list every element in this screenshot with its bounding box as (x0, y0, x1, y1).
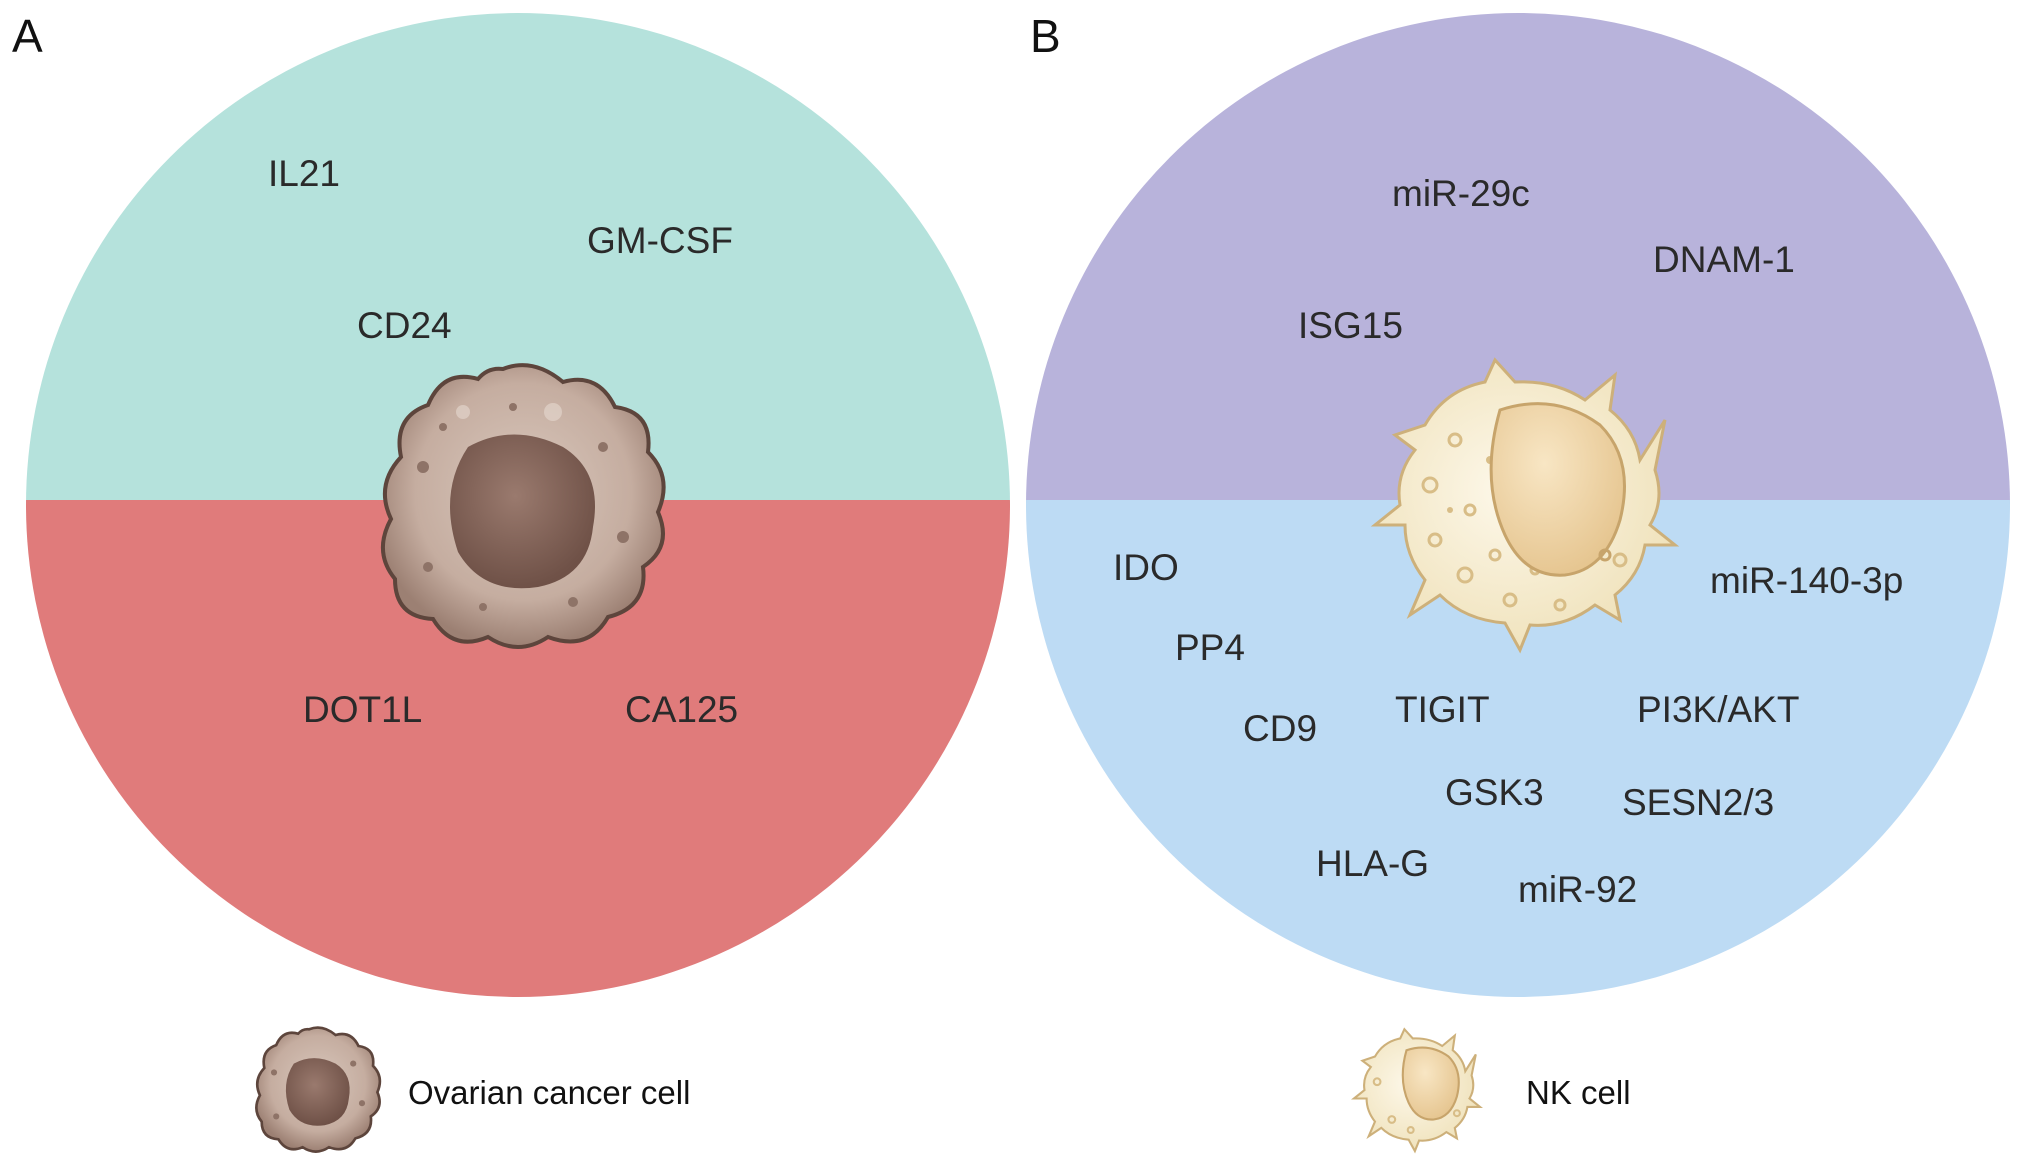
legend-nk-label: NK cell (1526, 1074, 1631, 1111)
legend-nk-cell-icon (1351, 1027, 1483, 1154)
panel-b-label-pp4: PP4 (1175, 627, 1245, 668)
ovarian-cancer-cell-icon (380, 363, 666, 649)
panel-b-label-isg15: ISG15 (1298, 305, 1403, 346)
panel-a-label-dot1l: DOT1L (303, 689, 422, 730)
panel-b-label-mir-29c: miR-29c (1392, 173, 1530, 214)
panel-b-label-gsk3: GSK3 (1445, 772, 1544, 813)
panel-a-label-cd24: CD24 (357, 305, 452, 346)
panel-b-label-sesn2-3: SESN2/3 (1622, 782, 1774, 823)
panel-a-label-gm-csf: GM-CSF (587, 220, 733, 261)
panel-a-label-il21: IL21 (268, 153, 340, 194)
legend-ovarian-label: Ovarian cancer cell (408, 1074, 690, 1111)
panel-b-label-ido: IDO (1113, 547, 1179, 588)
panel-a-label-ca125: CA125 (625, 689, 738, 730)
panel-b-label-mir-140-3p: miR-140-3p (1710, 560, 1903, 601)
panel-b-label-cd9: CD9 (1243, 708, 1317, 749)
panel-b-label-pi3k-akt: PI3K/AKT (1637, 689, 1799, 730)
panel-b-label-dnam-1: DNAM-1 (1653, 239, 1795, 280)
panel-b-letter: B (1030, 10, 1061, 62)
panel-b-label-tigit: TIGIT (1395, 689, 1490, 730)
nk-cell-icon (1370, 357, 1680, 654)
panel-a-letter: A (12, 10, 43, 62)
panel-b-label-hla-g: HLA-G (1316, 843, 1429, 884)
panel-b-label-mir-92: miR-92 (1518, 869, 1637, 910)
legend-ovarian-cancer-cell-icon (255, 1026, 382, 1153)
